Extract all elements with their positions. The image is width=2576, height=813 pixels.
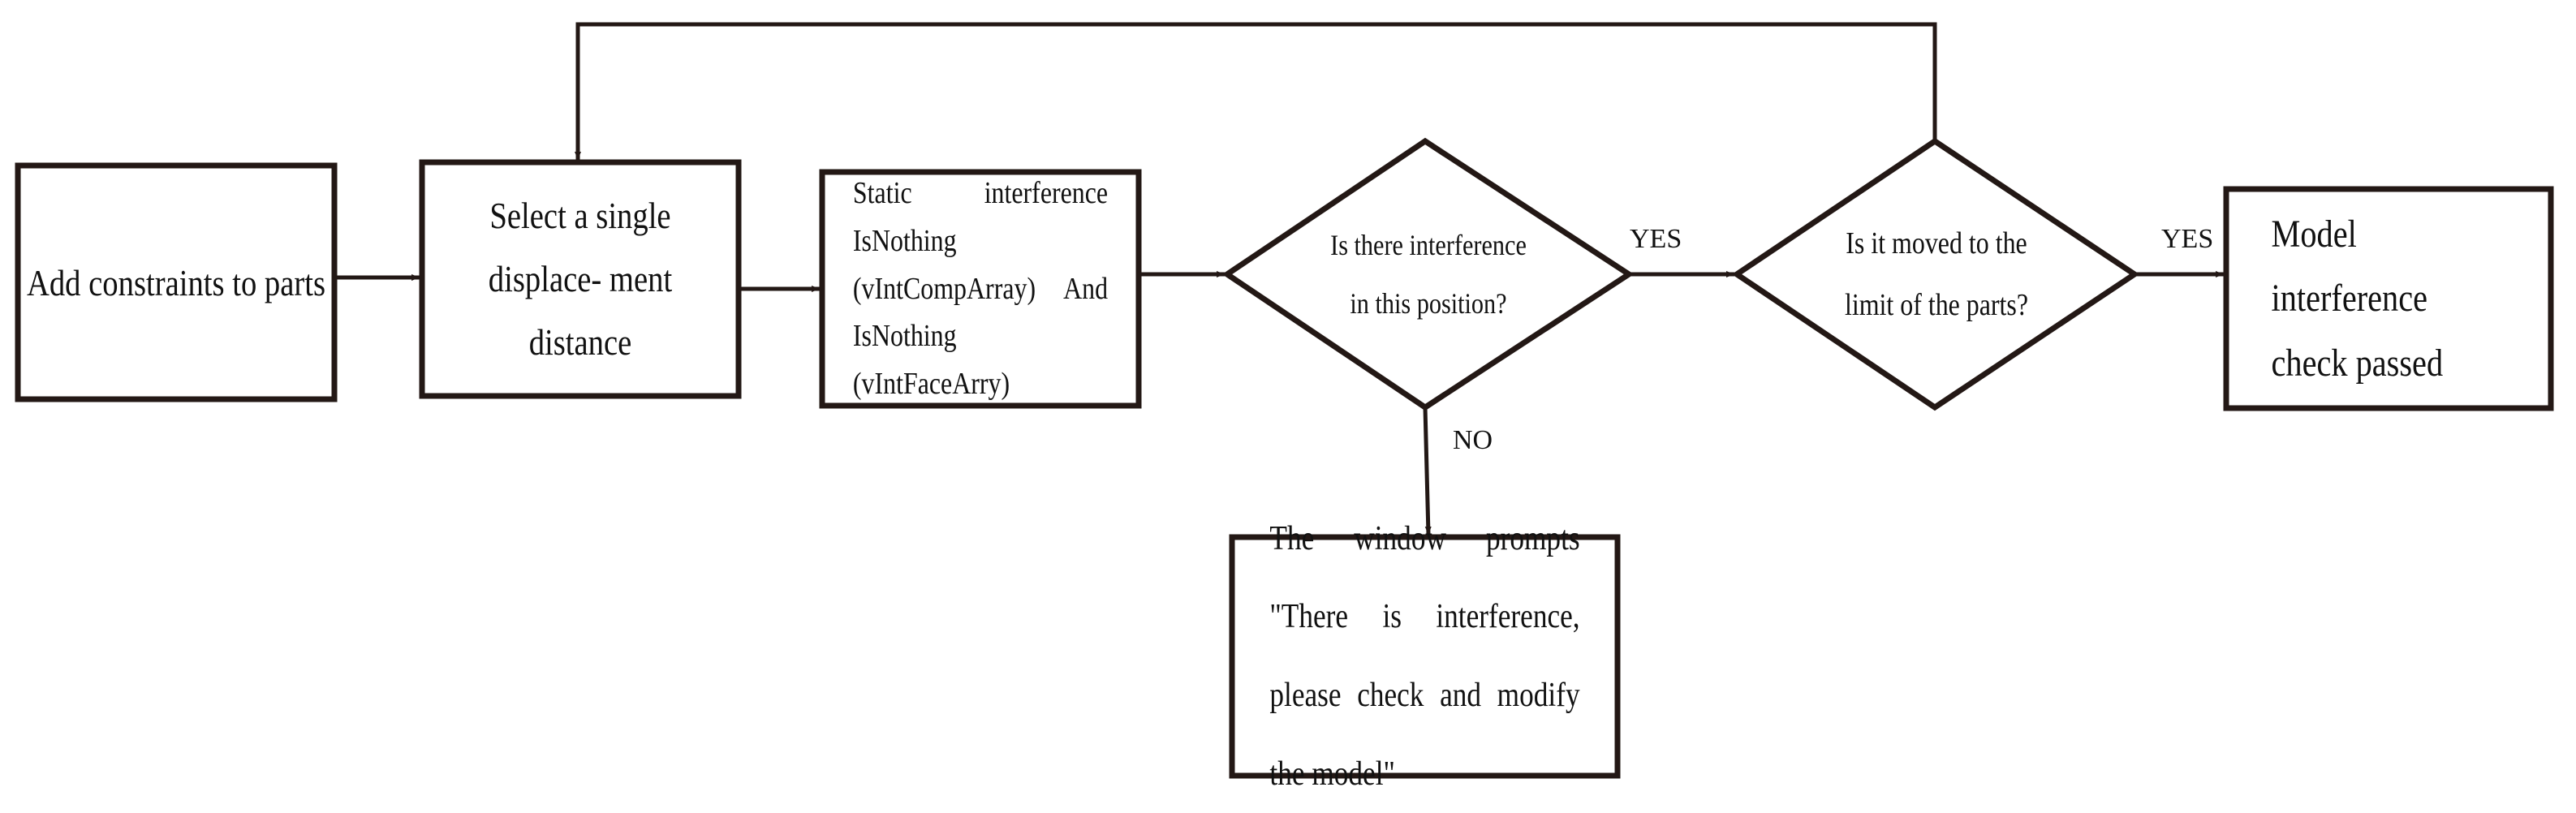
label-limit-question: Is it moved to the limit of the parts? — [1844, 226, 2029, 322]
label-no: NO — [1453, 425, 1493, 455]
label-interference-question: Is there interference in this position? — [1330, 229, 1527, 320]
box-add-constraints — [15, 162, 338, 402]
box-static-interference — [819, 169, 1142, 409]
label-add-constraints: Add constraints to parts — [26, 261, 326, 303]
box-select-displacement — [419, 159, 742, 399]
label-yes-limit: YES — [2161, 224, 2214, 254]
box-passed — [2223, 186, 2554, 411]
arrow-no-to-window — [1423, 406, 1432, 536]
label-passed: Model interference check passed — [2271, 213, 2444, 385]
label-select-displacement: Select a single displace- ment distance — [488, 194, 673, 363]
label-window-prompt: The window prompts "There is interferenc… — [1269, 519, 1580, 793]
label-static-interference: Static interference IsNothing (vIntCompA… — [852, 175, 1109, 402]
box-window-prompt — [1229, 534, 1621, 779]
arrow-loop-back-to-select — [575, 22, 1937, 160]
label-yes-interference: YES — [1630, 224, 1682, 254]
